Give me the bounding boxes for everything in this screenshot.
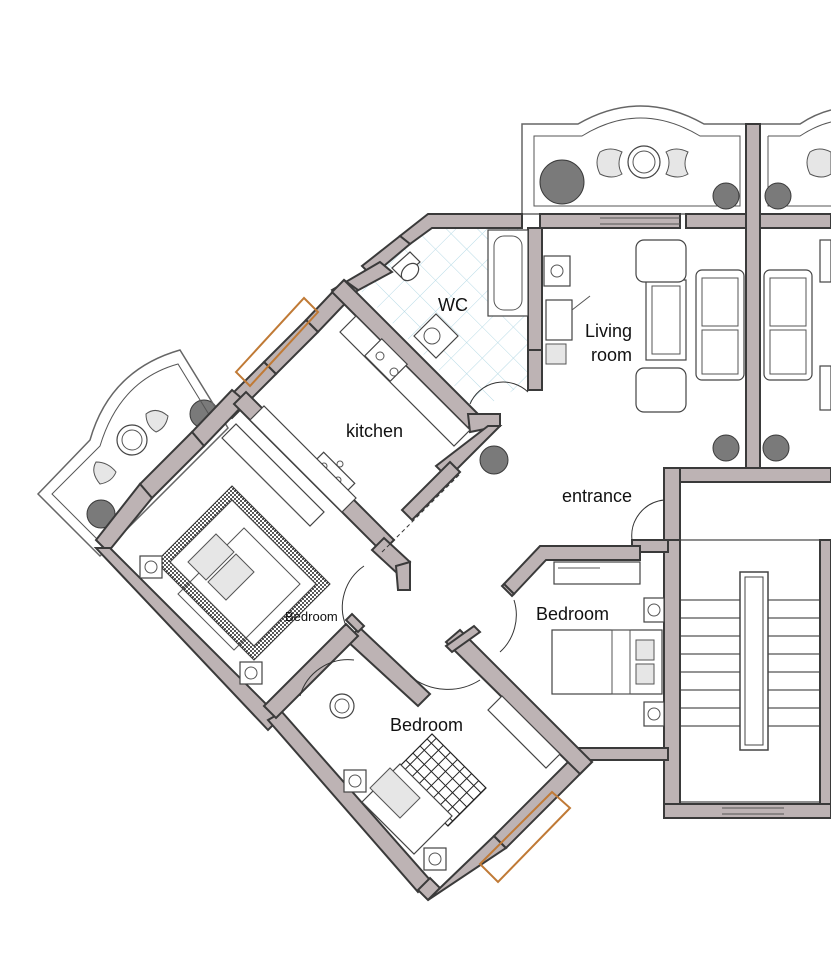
bedroom-left-label: Bedroom bbox=[285, 609, 338, 624]
potted-plants bbox=[86, 159, 792, 529]
living-room-label-line2: room bbox=[591, 345, 632, 365]
toilet bbox=[391, 251, 421, 282]
bedroom-bottom-label: Bedroom bbox=[390, 715, 463, 735]
left-balcony bbox=[36, 349, 229, 558]
entrance-door[interactable] bbox=[631, 499, 665, 541]
staircase bbox=[679, 539, 831, 807]
kitchen-label: kitchen bbox=[346, 421, 403, 441]
balcony-chairs-top bbox=[596, 145, 831, 179]
washbasin bbox=[413, 313, 459, 359]
bathtub bbox=[487, 229, 529, 317]
walls bbox=[93, 123, 831, 902]
living-furniture bbox=[543, 239, 831, 413]
entrance-label: entrance bbox=[562, 486, 632, 506]
right-bedroom-furniture bbox=[499, 561, 665, 727]
wc-door[interactable] bbox=[469, 381, 529, 405]
left-bedroom-furniture bbox=[139, 423, 365, 685]
windows bbox=[234, 217, 784, 884]
bedroom-right-label: Bedroom bbox=[536, 604, 609, 624]
living-room-label-line1: Living bbox=[585, 321, 632, 341]
wc-label: WC bbox=[438, 295, 468, 315]
kitchen-counter bbox=[249, 315, 471, 553]
bottom-bedroom-furniture bbox=[299, 659, 561, 871]
